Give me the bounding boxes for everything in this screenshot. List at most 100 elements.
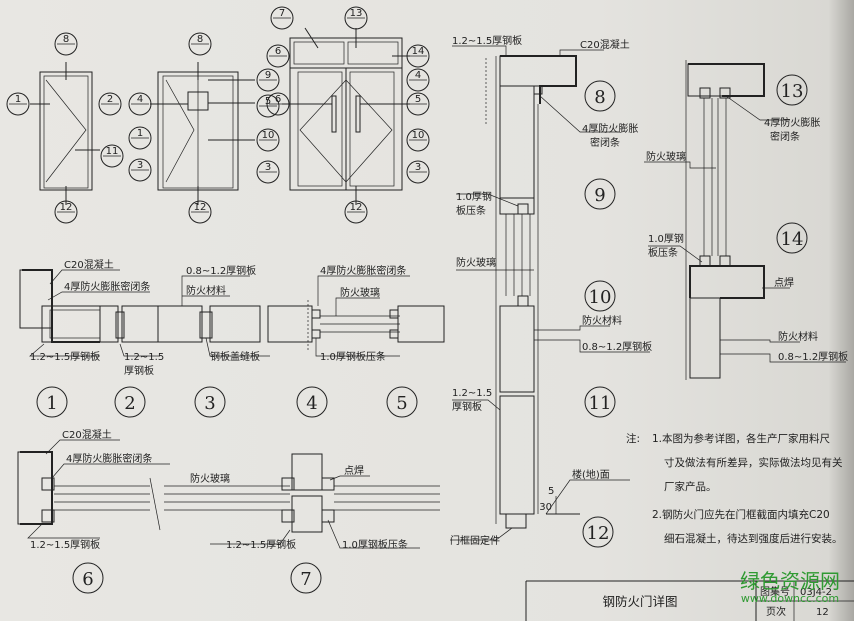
- bubble-label: 12: [60, 202, 73, 213]
- detail-number-4: 4: [296, 386, 328, 418]
- label-steel-plate-8: 1.2~1.5厚钢板: [452, 34, 522, 47]
- bubble-label: 6: [275, 94, 281, 105]
- section-bubble-2: 2: [98, 92, 122, 116]
- section-bubble-8b: 8: [188, 32, 212, 56]
- detail-number-label: 6: [82, 569, 93, 590]
- section-bubble-4a: 4: [128, 92, 152, 116]
- label-c20-concrete-6: C20混凝土: [62, 428, 112, 441]
- bubble-label: 5: [265, 96, 271, 107]
- atlas-number-label: 图集号: [760, 585, 790, 598]
- watermark: 绿色资源网 www.downcc.com: [740, 569, 840, 605]
- detail-number-1: 1: [36, 386, 68, 418]
- section-bubble-4b: 4: [406, 68, 430, 92]
- bubble-label: 7: [279, 8, 285, 19]
- label-seal-strip-4: 4厚防火膨胀密闭条: [320, 264, 406, 277]
- label-pressure-strip: 1.0厚钢板压条: [320, 350, 386, 363]
- notes-prefix: 注:: [626, 432, 640, 445]
- bubble-label: 9: [265, 70, 271, 81]
- note-2-line-2: 细石混凝土，待达到强度后进行安装。: [664, 532, 843, 545]
- section-bubble-11a: 11: [100, 144, 124, 168]
- detail-number-3: 3: [194, 386, 226, 418]
- label-seal-strip-8b: 密闭条: [590, 136, 620, 149]
- label-steel-plate-11b: 厚钢板: [452, 400, 482, 413]
- detail-number-label: 4: [306, 393, 317, 414]
- label-spot-weld-7: 点焊: [344, 465, 364, 477]
- detail-number-7: 7: [290, 562, 322, 594]
- label-seal-strip-6: 4厚防火膨胀密闭条: [66, 452, 152, 465]
- label-pressure-strip-14a: 1.0厚钢: [648, 232, 684, 245]
- detail-number-label: 2: [124, 393, 135, 414]
- label-spot-weld-14: 点焊: [774, 277, 794, 289]
- details-13-14: [685, 60, 765, 380]
- label-steel-plate-2a: 1.2~1.5: [124, 352, 164, 363]
- label-seal-strip-13a: 4厚防火膨胀: [764, 116, 820, 129]
- detail-number-8: 8: [584, 80, 616, 112]
- note-1-line-3: 厂家产品。: [664, 480, 717, 493]
- label-pressure-strip-14b: 板压条: [648, 246, 678, 259]
- detail-number-5: 5: [386, 386, 418, 418]
- detail-number-12: 12: [582, 516, 614, 548]
- section-bubble-13a: 13: [344, 6, 368, 30]
- bubble-label: 12: [350, 202, 363, 213]
- labels-details-13-14: 4厚防火膨胀 密闭条 防火玻璃 1.0厚钢 板压条 点焊 防火材料 0.8~1.…: [644, 95, 848, 363]
- label-steel-plate-thin-14: 0.8~1.2厚钢板: [778, 350, 848, 363]
- atlas-number: 03J4-2: [800, 587, 832, 598]
- section-bubble-1b: 1: [128, 126, 152, 150]
- section-bubble-3c: 3: [406, 160, 430, 184]
- detail-number-label: 12: [587, 523, 610, 544]
- note-1-line-2: 寸及做法有所差异，实际做法均见有关: [664, 456, 843, 469]
- label-fire-glass-10: 防火玻璃: [456, 256, 496, 269]
- label-seal-strip: 4厚防火膨胀密闭条: [64, 280, 150, 293]
- label-steel-plate-7: 1.2~1.5厚钢板: [226, 538, 296, 551]
- label-fire-glass: 防火玻璃: [340, 286, 380, 299]
- label-pressure-strip-9b: 板压条: [456, 204, 486, 217]
- section-bubble-7a: 7: [270, 6, 294, 30]
- section-bubble-12b: 12: [188, 200, 212, 224]
- bubble-label: 14: [412, 46, 425, 57]
- bubble-label: 8: [197, 34, 203, 45]
- section-bubble-3a: 3: [128, 158, 152, 182]
- detail-number-label: 3: [204, 393, 215, 414]
- drawing-title: 钢防火门详图: [602, 594, 677, 609]
- watermark-url: www.downcc.com: [741, 592, 839, 605]
- detail-number-6: 6: [72, 562, 104, 594]
- title-block: 钢防火门详图 图集号 03J4-2 页次 12: [525, 580, 854, 621]
- label-cover-plate: 钢板盖缝板: [210, 350, 260, 363]
- label-fire-glass-6: 防火玻璃: [190, 472, 230, 485]
- detail-number-2: 2: [114, 386, 146, 418]
- bubble-label: 3: [265, 162, 271, 173]
- label-fire-glass-13: 防火玻璃: [646, 150, 686, 163]
- labels-details-6-7: C20混凝土 4厚防火膨胀密闭条 防火玻璃 1.2~1.5厚钢板 1.2~1.5…: [27, 428, 420, 551]
- bubble-label: 4: [415, 70, 421, 81]
- label-fire-material-10: 防火材料: [582, 314, 622, 327]
- detail-number-label: 14: [781, 229, 804, 250]
- bubble-label: 2: [107, 94, 113, 105]
- label-c20-concrete-8: C20混凝土: [580, 38, 630, 51]
- labels-details-1-5: C20混凝土 4厚防火膨胀密闭条 1.2~1.5厚钢板 1.2~1.5 厚钢板 …: [29, 258, 410, 377]
- section-bubble-6b: 6: [266, 92, 290, 116]
- bubble-label: 13: [350, 8, 363, 19]
- detail-number-14: 14: [776, 222, 808, 254]
- door-elevation-vision-panel: [150, 62, 255, 205]
- section-bubble-9a: 9: [256, 68, 280, 92]
- label-steel-plate-thin: 0.8~1.2厚钢板: [186, 264, 256, 277]
- section-bubble-8a: 8: [54, 32, 78, 56]
- bubble-label: 10: [262, 130, 275, 141]
- label-c20-concrete: C20混凝土: [64, 258, 114, 271]
- bubble-label: 4: [137, 94, 143, 105]
- label-fire-material: 防火材料: [186, 284, 226, 297]
- door-elevation-double: [282, 27, 410, 205]
- bubble-label: 5: [415, 94, 421, 105]
- detail-number-label: 11: [589, 393, 612, 414]
- dim-30: 30: [539, 502, 552, 513]
- door-elevation-single: [30, 62, 100, 205]
- bubble-label: 6: [275, 46, 281, 57]
- bubble-label: 11: [106, 146, 119, 157]
- section-bubble-5a: 5: [256, 94, 280, 118]
- bubble-label: 1: [15, 94, 21, 105]
- detail-number-9: 9: [584, 178, 616, 210]
- detail-number-11: 11: [584, 386, 616, 418]
- detail-number-10: 10: [584, 280, 616, 312]
- section-bubble-6a: 6: [266, 44, 290, 68]
